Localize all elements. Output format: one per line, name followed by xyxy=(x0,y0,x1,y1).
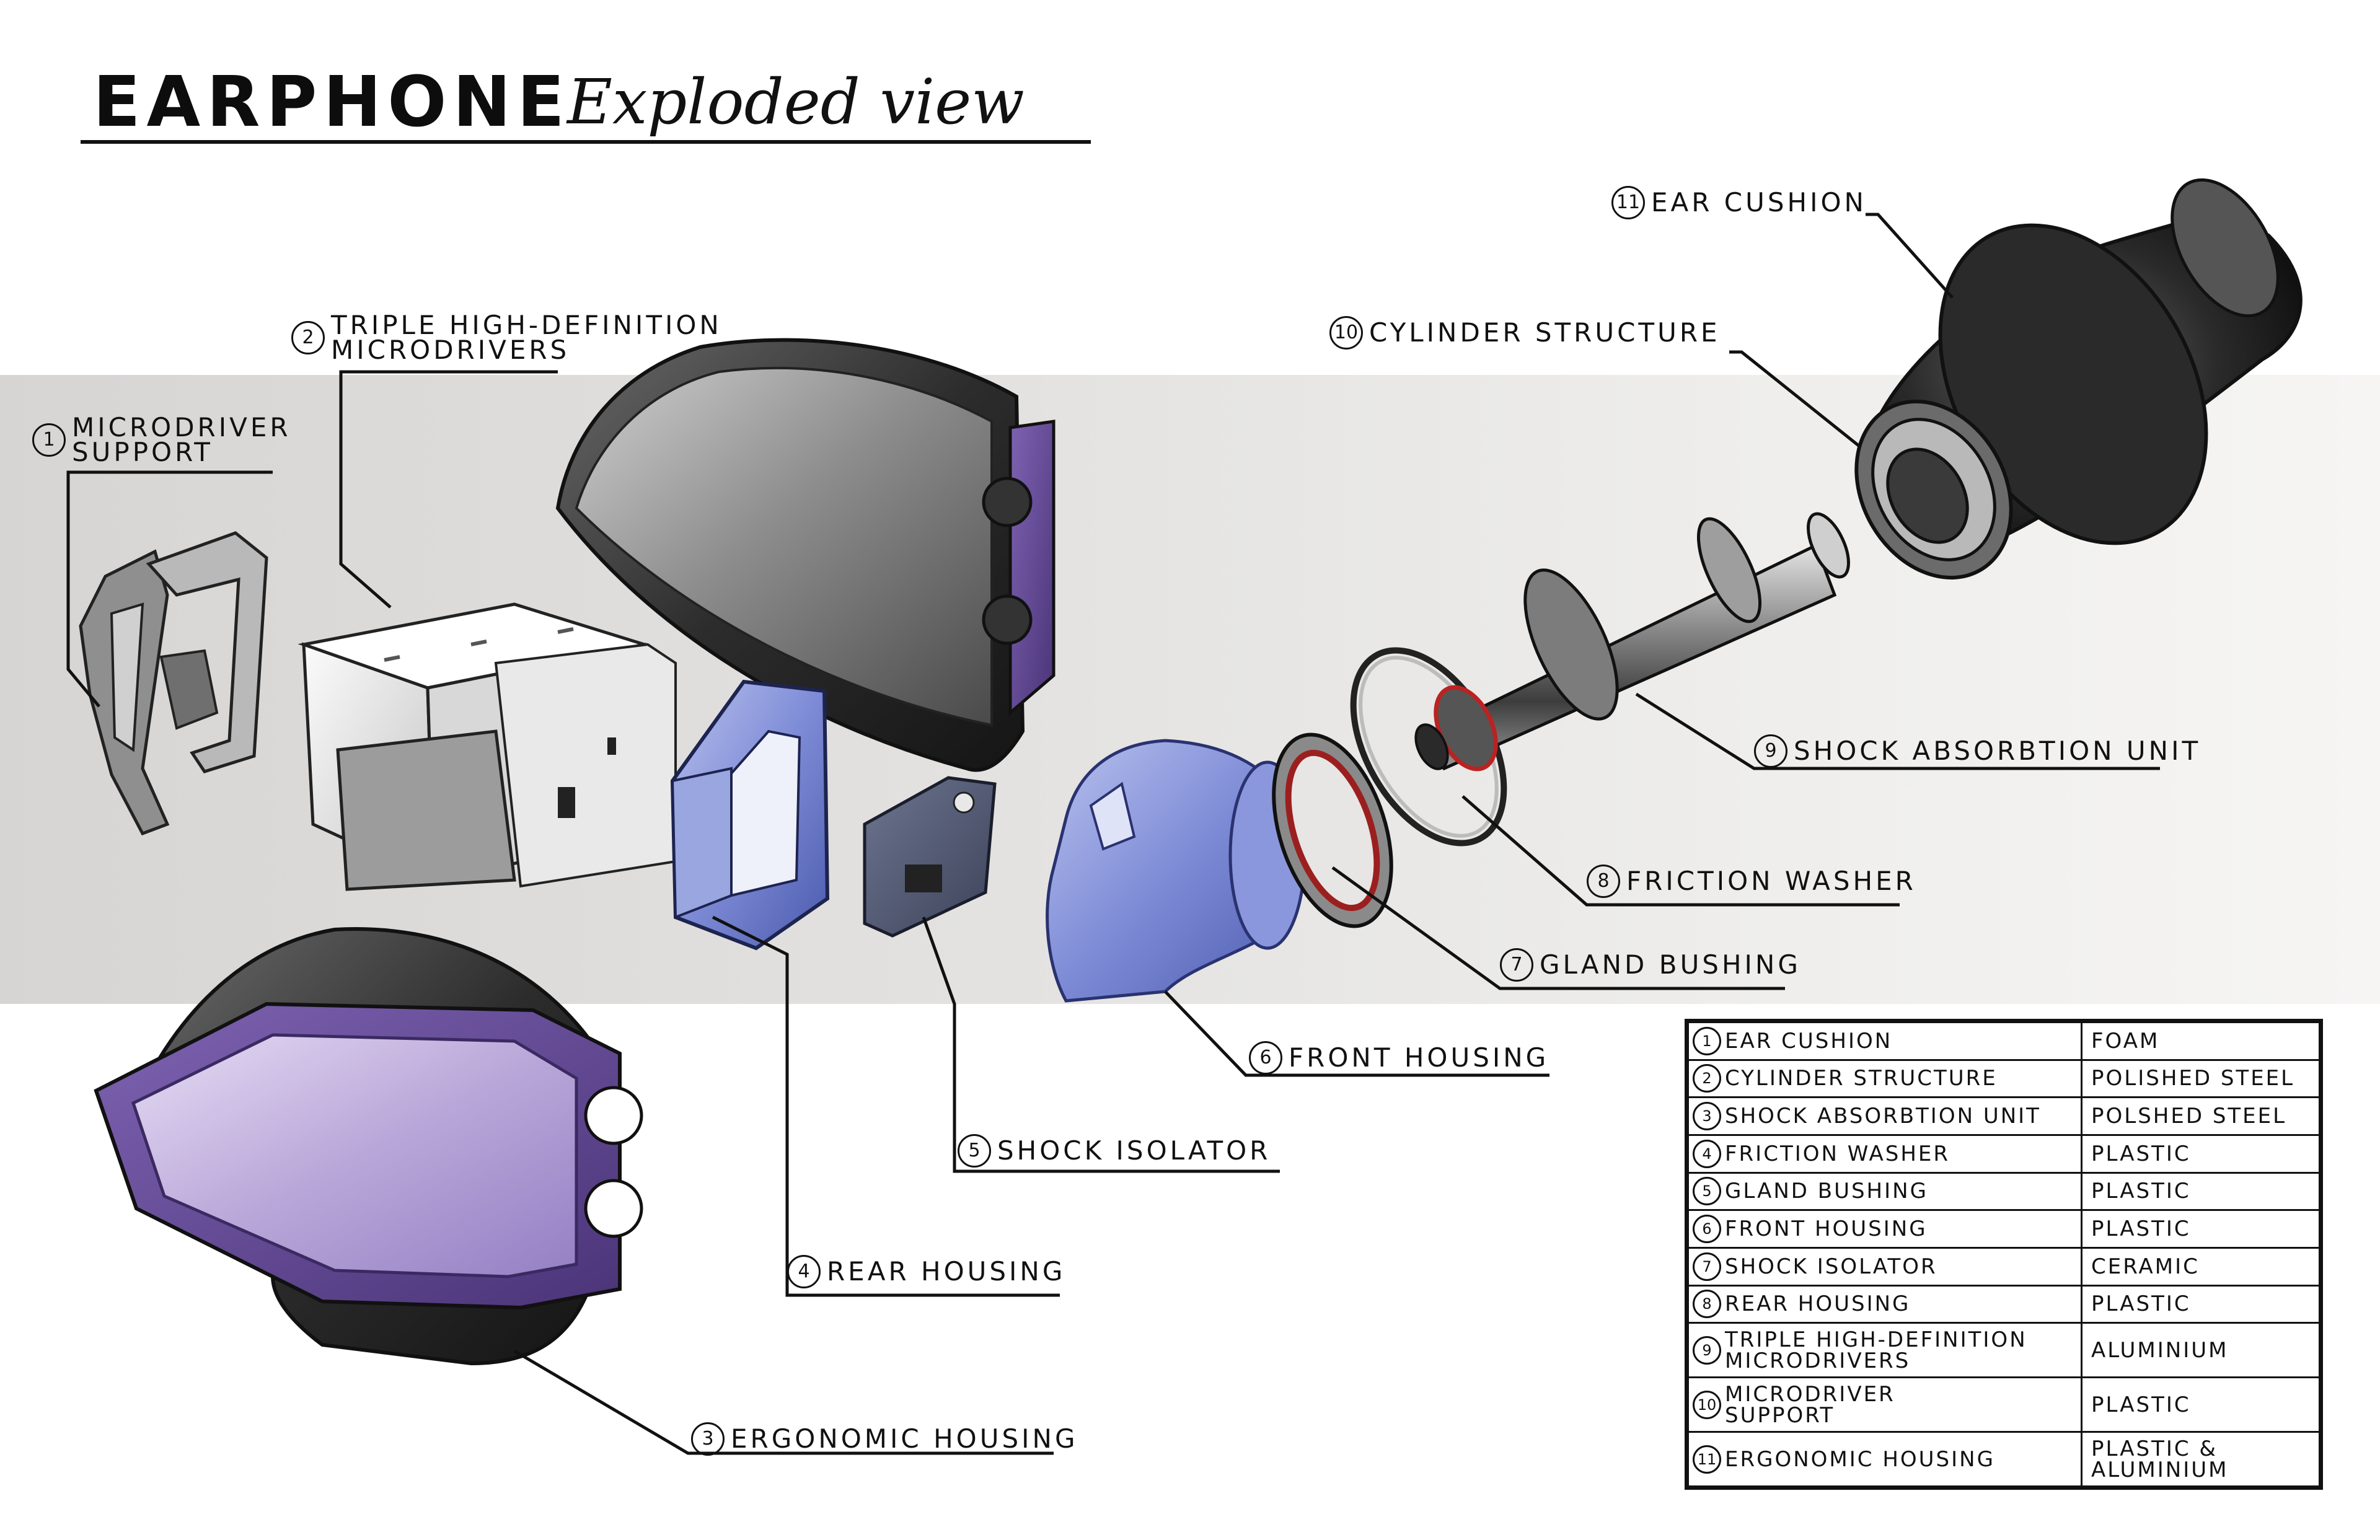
part-name: MICRODRIVER SUPPORT xyxy=(1725,1381,1895,1428)
part-microdriver-support xyxy=(79,531,268,836)
part-name: FRONT HOUSING xyxy=(1725,1217,1928,1242)
part-number: 5 xyxy=(1693,1177,1721,1206)
part-material: PLASTIC xyxy=(2081,1376,2320,1433)
part-name: CYLINDER STRUCTURE xyxy=(1725,1066,1998,1091)
part-number: 11 xyxy=(1693,1445,1721,1474)
part-material: PLASTIC & ALUMINIUM xyxy=(2081,1431,2320,1487)
title-underline xyxy=(81,140,1091,144)
part-shock-absorbtion-unit xyxy=(1414,512,1850,772)
part-name: FRICTION WASHER xyxy=(1725,1141,1950,1166)
part-material: PLASTIC xyxy=(2081,1209,2320,1249)
part-number: 8 xyxy=(1693,1290,1721,1319)
part-number: 9 xyxy=(1693,1335,1721,1365)
part-number: 2 xyxy=(1693,1064,1721,1093)
part-number: 7 xyxy=(1693,1252,1721,1281)
part-material: PLASTIC xyxy=(2081,1284,2320,1324)
part-shock-isolator xyxy=(863,776,997,938)
part-ergonomic-housing-bottom xyxy=(94,927,643,1366)
title-main: EARPHONE xyxy=(93,62,571,143)
part-material: FOAM xyxy=(2081,1021,2320,1061)
part-number: 10 xyxy=(1693,1390,1721,1419)
part-material: PLASTIC xyxy=(2081,1133,2320,1174)
part-material: POLISHED STEEL xyxy=(2081,1058,2320,1099)
part-material: CERAMIC xyxy=(2081,1246,2320,1287)
part-material: ALUMINIUM xyxy=(2081,1322,2320,1379)
part-cylinder-structure xyxy=(1854,399,2013,580)
title-subtitle: Exploded view xyxy=(567,66,1025,138)
part-material: PLASTIC xyxy=(2081,1171,2320,1212)
part-number: 6 xyxy=(1693,1215,1721,1244)
part-rear-housing xyxy=(670,679,830,951)
leader-lines xyxy=(66,213,2160,1455)
page-title: EARPHONE Exploded view xyxy=(81,62,1091,143)
part-name: SHOCK ISOLATOR xyxy=(1725,1254,1937,1279)
part-material: POLSHED STEEL xyxy=(2081,1096,2320,1136)
part-number: 3 xyxy=(1693,1102,1721,1131)
part-name: REAR HOUSING xyxy=(1725,1291,1911,1317)
part-name: ERGONOMIC HOUSING xyxy=(1725,1446,1995,1472)
part-name: TRIPLE HIGH-DEFINITION MICRODRIVERS xyxy=(1725,1327,2027,1373)
part-gland-bushing xyxy=(1272,733,1393,928)
part-front-housing xyxy=(1046,739,1307,1003)
part-name: EAR CUSHION xyxy=(1725,1028,1893,1054)
part-triple-microdrivers xyxy=(298,602,677,891)
part-number: 1 xyxy=(1693,1026,1721,1055)
part-name: SHOCK ABSORBTION UNIT xyxy=(1725,1104,2041,1129)
part-ergonomic-housing-top xyxy=(555,338,1056,772)
part-name: GLAND BUSHING xyxy=(1725,1179,1928,1204)
part-number: 4 xyxy=(1693,1139,1721,1168)
